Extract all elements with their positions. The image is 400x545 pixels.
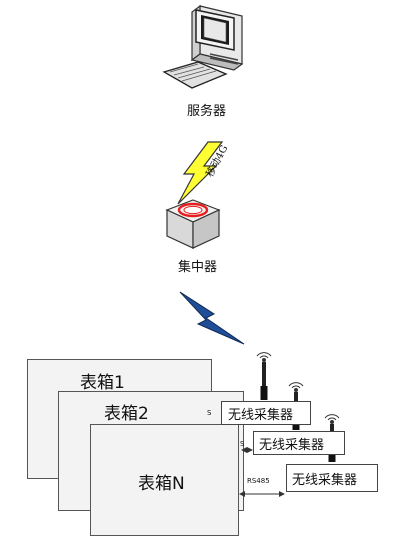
concentrator-label: 集中器 xyxy=(178,260,218,275)
meter-box-n xyxy=(90,424,239,536)
lightning-bolt-icon xyxy=(179,291,245,345)
wireless-collector-2-label: 无线采集器 xyxy=(259,438,325,453)
wireless-collector-1 xyxy=(221,401,311,425)
meter-box-n-label: 表箱N xyxy=(138,474,185,494)
rs485-link-arrows xyxy=(239,447,285,497)
link-label-1: S xyxy=(207,409,212,417)
wireless-collector-3 xyxy=(286,464,378,492)
antenna-icon xyxy=(256,352,272,400)
link-label-3: RS485 xyxy=(247,477,270,485)
concentrator-box-icon xyxy=(165,199,221,249)
server-computer-icon xyxy=(162,4,244,89)
wireless-collector-1-label: 无线采集器 xyxy=(228,408,294,423)
lightning-bolt-icon xyxy=(177,141,224,205)
meter-box-1-label: 表箱1 xyxy=(80,373,125,393)
wireless-collector-2 xyxy=(253,431,345,455)
link-label-2: S xyxy=(240,440,245,448)
server-label: 服务器 xyxy=(187,104,227,119)
wireless-collector-3-label: 无线采集器 xyxy=(292,473,358,488)
meter-box-2-label: 表箱2 xyxy=(104,404,149,424)
